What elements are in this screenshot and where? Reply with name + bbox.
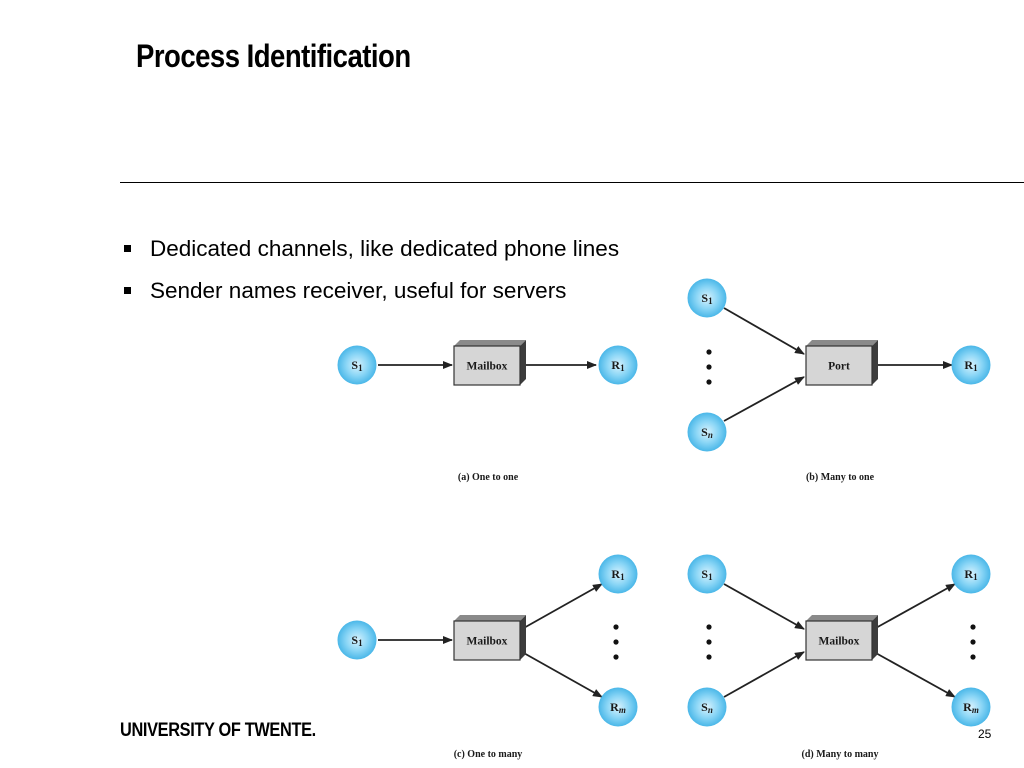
receiver-node: Rm <box>951 687 991 727</box>
svg-text:Sn: Sn <box>701 425 713 440</box>
sender-node: Sn <box>687 687 727 727</box>
node-subscript: n <box>708 430 713 440</box>
receiver-node: R1 <box>598 345 638 385</box>
sender-node: S1 <box>337 620 377 660</box>
node-subscript: 1 <box>708 572 713 582</box>
node-letter: S <box>351 358 358 372</box>
svg-text:S1: S1 <box>351 633 363 648</box>
node-subscript: m <box>972 705 979 715</box>
port-box: Port <box>805 340 878 386</box>
ellipsis-dots <box>706 349 712 385</box>
diagram-d-many-to-many: S1 Sn Mailbox R1 Rm (d) <box>687 554 991 760</box>
diagram-c-one-to-many: S1 Mailbox R1 Rm (c) One to many <box>337 554 638 760</box>
node-letter: S <box>351 633 358 647</box>
node-subscript: 1 <box>973 363 978 373</box>
bullet-square-icon <box>124 245 131 252</box>
node-letter: R <box>611 358 620 372</box>
bullet-item: Sender names receiver, useful for server… <box>122 278 619 320</box>
arrow <box>873 651 956 698</box>
receiver-node: Rm <box>598 687 638 727</box>
receiver-node: R1 <box>951 345 991 385</box>
bullet-square-icon <box>124 287 131 294</box>
node-subscript: 1 <box>973 572 978 582</box>
bullet-list: Dedicated channels, like dedicated phone… <box>122 236 619 320</box>
node-letter: R <box>963 700 972 714</box>
node-subscript: n <box>708 705 713 715</box>
node-subscript: 1 <box>708 296 713 306</box>
node-subscript: 1 <box>620 572 625 582</box>
arrow <box>723 376 805 422</box>
mailbox-box: Mailbox <box>453 615 526 661</box>
bullet-text: Dedicated channels, like dedicated phone… <box>150 236 620 261</box>
node-letter: S <box>701 700 708 714</box>
box-label: Mailbox <box>819 636 860 648</box>
sender-node: S1 <box>687 554 727 594</box>
node-letter: R <box>964 358 973 372</box>
svg-text:Rm: Rm <box>610 700 626 715</box>
bullet-text: Sender names receiver, useful for server… <box>150 278 567 303</box>
node-letter: R <box>611 567 620 581</box>
node-letter: R <box>964 567 973 581</box>
sender-node: S1 <box>687 278 727 318</box>
caption-a: (a) One to one <box>458 472 519 483</box>
box-label: Port <box>828 361 850 373</box>
node-letter: S <box>701 425 708 439</box>
svg-text:S1: S1 <box>701 567 713 582</box>
mailbox-box: Mailbox <box>805 615 878 661</box>
svg-text:S1: S1 <box>701 291 713 306</box>
node-subscript: 1 <box>358 363 363 373</box>
arrow <box>873 583 956 630</box>
title-divider <box>120 182 1024 183</box>
svg-text:R1: R1 <box>964 567 978 582</box>
sender-node: S1 <box>337 345 377 385</box>
ellipsis-dots <box>613 624 619 660</box>
svg-text:S1: S1 <box>351 358 363 373</box>
svg-text:Rm: Rm <box>963 700 979 715</box>
arrow <box>723 651 805 698</box>
ellipsis-dots <box>970 624 976 660</box>
arrow <box>723 583 805 630</box>
arrow <box>521 583 603 630</box>
caption-d: (d) Many to many <box>802 749 879 760</box>
diagram-b-many-to-one: S1 Sn Port R1 (b) Many to one <box>687 278 991 483</box>
diagram-a-one-to-one: S1 Mailbox R1 (a) One to one <box>337 340 638 483</box>
university-logo: UNIVERSITY OF TWENTE. <box>120 720 316 741</box>
svg-text:R1: R1 <box>611 358 625 373</box>
page-title: Process Identification <box>136 38 411 74</box>
node-subscript: m <box>619 705 626 715</box>
receiver-node: R1 <box>598 554 638 594</box>
page-number: 25 <box>978 727 992 741</box>
arrow <box>521 651 603 698</box>
node-subscript: 1 <box>620 363 625 373</box>
svg-text:R1: R1 <box>964 358 978 373</box>
node-subscript: 1 <box>358 638 363 648</box>
arrow <box>723 307 805 355</box>
node-letter: S <box>701 567 708 581</box>
bullet-item: Dedicated channels, like dedicated phone… <box>122 236 619 278</box>
sender-node: Sn <box>687 412 727 452</box>
box-label: Mailbox <box>467 636 508 648</box>
svg-text:Sn: Sn <box>701 700 713 715</box>
mailbox-box: Mailbox <box>453 340 526 386</box>
caption-c: (c) One to many <box>454 749 523 760</box>
node-letter: S <box>701 291 708 305</box>
caption-b: (b) Many to one <box>806 472 875 483</box>
box-label: Mailbox <box>467 361 508 373</box>
node-letter: R <box>610 700 619 714</box>
svg-text:R1: R1 <box>611 567 625 582</box>
ellipsis-dots <box>706 624 712 660</box>
receiver-node: R1 <box>951 554 991 594</box>
